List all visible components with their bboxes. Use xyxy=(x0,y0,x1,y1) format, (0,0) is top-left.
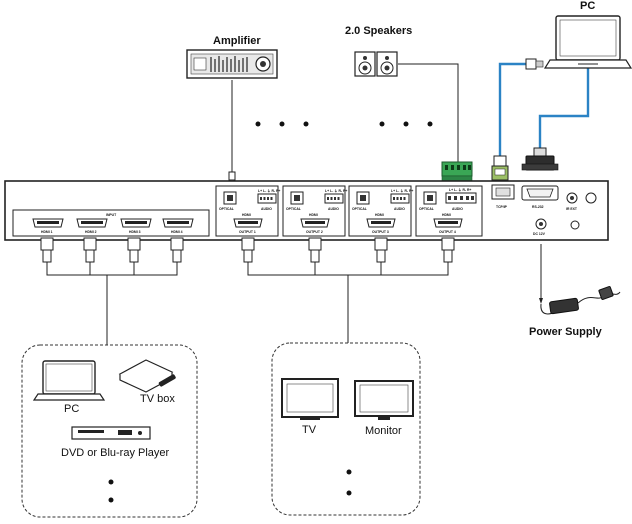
monitor-icon xyxy=(354,380,414,420)
amplifier-icon xyxy=(186,49,278,79)
monitor-label: Monitor xyxy=(365,425,402,437)
output-group-2 xyxy=(282,185,346,237)
pc-top-label: PC xyxy=(580,0,595,12)
speakers-label: 2.0 Speakers xyxy=(345,25,412,37)
more-devices-dots xyxy=(255,121,433,127)
output-hdmi-label-4: HDMI xyxy=(442,213,451,217)
output-audio-label-1: AUDIO xyxy=(261,207,272,211)
more-sources-dots xyxy=(108,479,114,503)
db9-connector xyxy=(521,147,559,171)
tv-label: TV xyxy=(302,424,317,436)
hdmi-input-2 xyxy=(76,218,108,228)
input-group-frame xyxy=(12,209,210,237)
output-optical-label-2: OPTICAL xyxy=(286,207,301,211)
output-group-1 xyxy=(215,185,279,237)
tcpip-port xyxy=(491,184,515,200)
output-hdmi-cables xyxy=(241,237,455,343)
input-title: INPUT xyxy=(106,213,117,217)
output-port-label-3: OUTPUT 3 xyxy=(372,230,389,234)
rs232-label: RS-232 xyxy=(532,205,544,209)
dvd-label: DVD or Blu-ray Player xyxy=(61,447,170,459)
output-hdmi-label-3: HDMI xyxy=(375,213,384,217)
network-adapter-icon xyxy=(525,58,544,70)
power-supply-icon xyxy=(539,244,621,315)
dc-label: DC 12V xyxy=(533,232,546,236)
ir-ext-port xyxy=(566,192,578,204)
hdmi-input-1 xyxy=(32,218,64,228)
output-port-label-4: OUTPUT 4 xyxy=(439,230,456,234)
output-pins-1: L+ L- ⏚ R- R+ xyxy=(258,188,280,193)
hdmi-input-label-2: HDMI 2 xyxy=(85,230,97,234)
rs232-port xyxy=(521,185,559,201)
output-group-3 xyxy=(348,185,412,237)
output-pins-2: L+ L- ⏚ R- R+ xyxy=(325,188,347,193)
dvd-player-icon xyxy=(71,426,151,440)
tv-box-icon xyxy=(118,359,176,393)
output-port-label-1: OUTPUT 1 xyxy=(239,230,256,234)
source-devices-group xyxy=(21,344,198,518)
output-optical-label-3: OPTICAL xyxy=(352,207,367,211)
pc-source-icon xyxy=(32,360,106,401)
tcpip-label: TCP/IP xyxy=(496,205,508,209)
output-audio-label-2: AUDIO xyxy=(328,207,339,211)
power-supply-label: Power Supply xyxy=(529,326,603,338)
output-hdmi-label-2: HDMI xyxy=(309,213,318,217)
amplifier-cable xyxy=(228,80,236,187)
output-audio-label-3: AUDIO xyxy=(394,207,405,211)
hdmi-input-label-4: HDMI 4 xyxy=(171,230,183,234)
speakers-icon xyxy=(354,51,398,77)
display-devices-group xyxy=(271,342,421,516)
audio-terminal-connector xyxy=(441,161,473,182)
hdmi-input-4 xyxy=(162,218,194,228)
tv-box-label: TV box xyxy=(140,393,175,405)
output-pins-3: L+ L- ⏚ R- R+ xyxy=(391,188,413,193)
pc-source-label: PC xyxy=(64,403,79,415)
output-optical-label-1: OPTICAL xyxy=(219,207,234,211)
output-port-label-2: OUTPUT 2 xyxy=(306,230,323,234)
pc-laptop-icon xyxy=(543,15,632,69)
rj45-plug xyxy=(491,155,509,181)
speaker-cable xyxy=(398,63,459,162)
hdmi-input-label-1: HDMI 1 xyxy=(41,230,53,234)
more-displays-dots xyxy=(346,469,352,496)
output-audio-label-4: AUDIO xyxy=(452,207,463,211)
input-hdmi-cables xyxy=(40,237,184,345)
ir-ext-label: IR EXT xyxy=(566,207,578,211)
output-hdmi-label-1: HDMI xyxy=(242,213,251,217)
output-group-4 xyxy=(415,185,483,237)
dc-power-port xyxy=(535,218,547,230)
hdmi-input-3 xyxy=(120,218,152,228)
output-optical-label-4: OPTICAL xyxy=(419,207,434,211)
network-cable xyxy=(498,62,590,156)
hdmi-input-label-3: HDMI 3 xyxy=(129,230,141,234)
output-pins-4: L+ L- ⏚ R- R+ xyxy=(449,187,471,192)
panel-screws xyxy=(570,192,597,230)
tv-icon xyxy=(281,378,339,420)
amplifier-label: Amplifier xyxy=(213,35,261,47)
